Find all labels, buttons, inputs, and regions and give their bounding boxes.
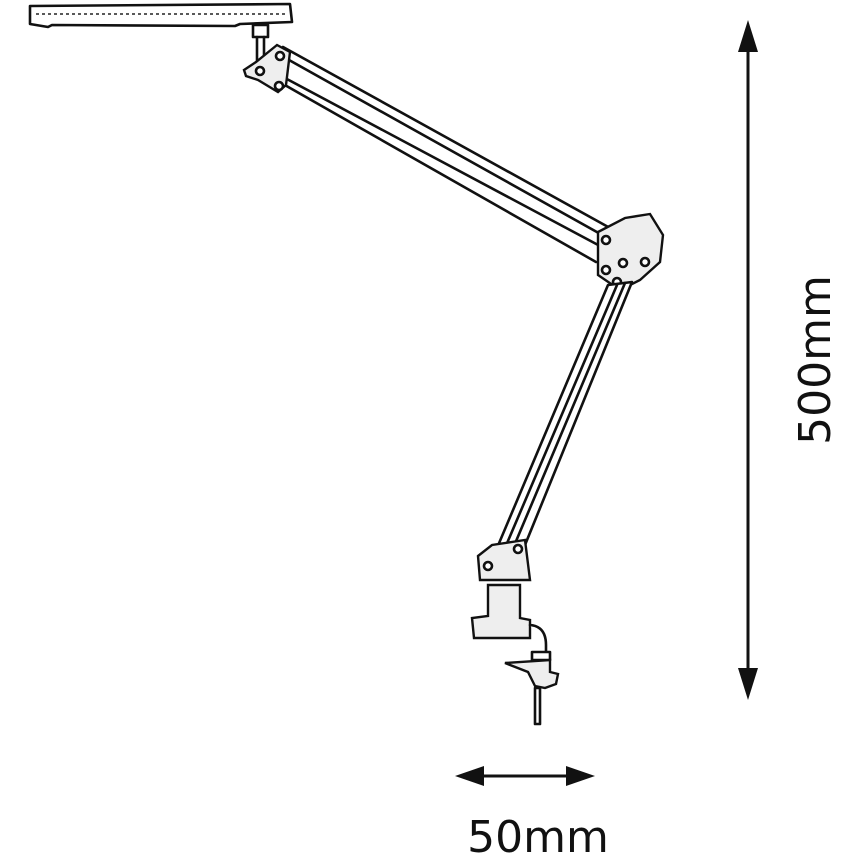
base-joint [476,538,532,582]
width-label: 50mm [467,812,609,863]
elbow-joint [596,212,665,292]
upper-arm [268,45,612,264]
desk-clamp [470,583,560,726]
lamp-head [28,2,294,29]
width-dimension: 50mm [455,766,609,863]
head-joint [242,43,292,94]
height-label: 500mm [790,275,841,445]
arrow-left-icon [455,766,484,786]
lower-arm [495,280,634,550]
arrow-down-icon [738,668,758,700]
height-dimension: 500mm [738,20,841,700]
arrow-right-icon [566,766,595,786]
lamp-drawing [28,2,665,726]
lamp-neck [251,23,270,64]
arrow-up-icon [738,20,758,52]
